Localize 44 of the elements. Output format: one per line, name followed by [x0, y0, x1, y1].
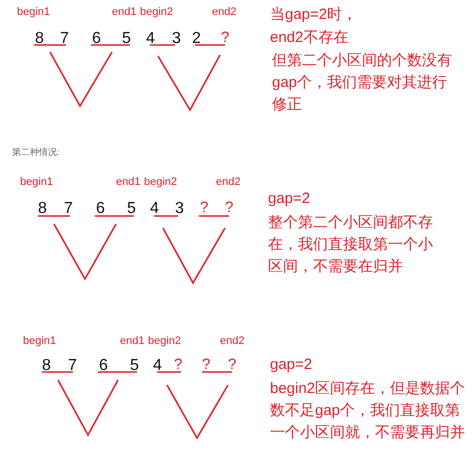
array-value: 4: [146, 30, 155, 48]
array-value: 2: [192, 30, 201, 48]
array-value: 8: [42, 357, 51, 375]
section-heading: 第二种情况:: [12, 148, 60, 158]
pointer-label: begin1: [17, 6, 50, 18]
array-value: 7: [60, 30, 69, 48]
pointer-label: begin2: [148, 335, 182, 348]
array-value: 6: [92, 30, 101, 48]
array-value: ?: [200, 200, 208, 216]
array-value: 8: [38, 200, 47, 218]
pointer-label: begin1: [20, 176, 54, 188]
pointer-label: begin1: [23, 335, 56, 348]
array-value: 4: [153, 357, 162, 375]
array-value: 5: [127, 200, 136, 218]
array-value: 7: [64, 200, 73, 218]
array-value: 7: [68, 357, 77, 375]
pointer-label: end2: [216, 176, 240, 188]
array-value: 3: [175, 200, 184, 218]
array-value: ?: [202, 357, 210, 374]
array-value: 8: [35, 30, 44, 48]
pointer-label: end1: [116, 176, 140, 188]
pointer-label: end1: [112, 6, 136, 18]
array-value: ?: [221, 30, 230, 46]
pointer-label: begin2: [140, 6, 174, 18]
note-text: end2不存在: [270, 28, 348, 48]
note-text: gap=2: [270, 355, 312, 375]
array-value: ?: [225, 200, 234, 216]
note-text: 但第二个小区间的个数没有gap个，我们需要对其进行修正: [272, 51, 453, 115]
array-value: ?: [174, 357, 182, 374]
array-value: 5: [122, 30, 131, 48]
note-text: 整个第二个小区间都不存在，我们直接取第一个小区间，不需要在归并: [268, 213, 434, 277]
note-text: 当gap=2时，: [270, 5, 358, 25]
note-text: begin2区间存在，但是数据个数不足gap个，我们直接取第一个小区间就，不需要再归并: [270, 379, 466, 443]
array-value: 6: [96, 200, 105, 218]
array-value: ?: [228, 357, 236, 374]
pointer-label: end2: [220, 335, 244, 348]
array-value: 3: [172, 30, 181, 48]
pointer-label: begin2: [144, 176, 178, 188]
array-value: 6: [99, 357, 108, 375]
note-text: gap=2: [268, 189, 310, 209]
array-value: 5: [130, 357, 139, 375]
pointer-label: end2: [212, 6, 236, 18]
pointer-label: end1: [120, 335, 144, 348]
array-value: 4: [150, 200, 159, 218]
